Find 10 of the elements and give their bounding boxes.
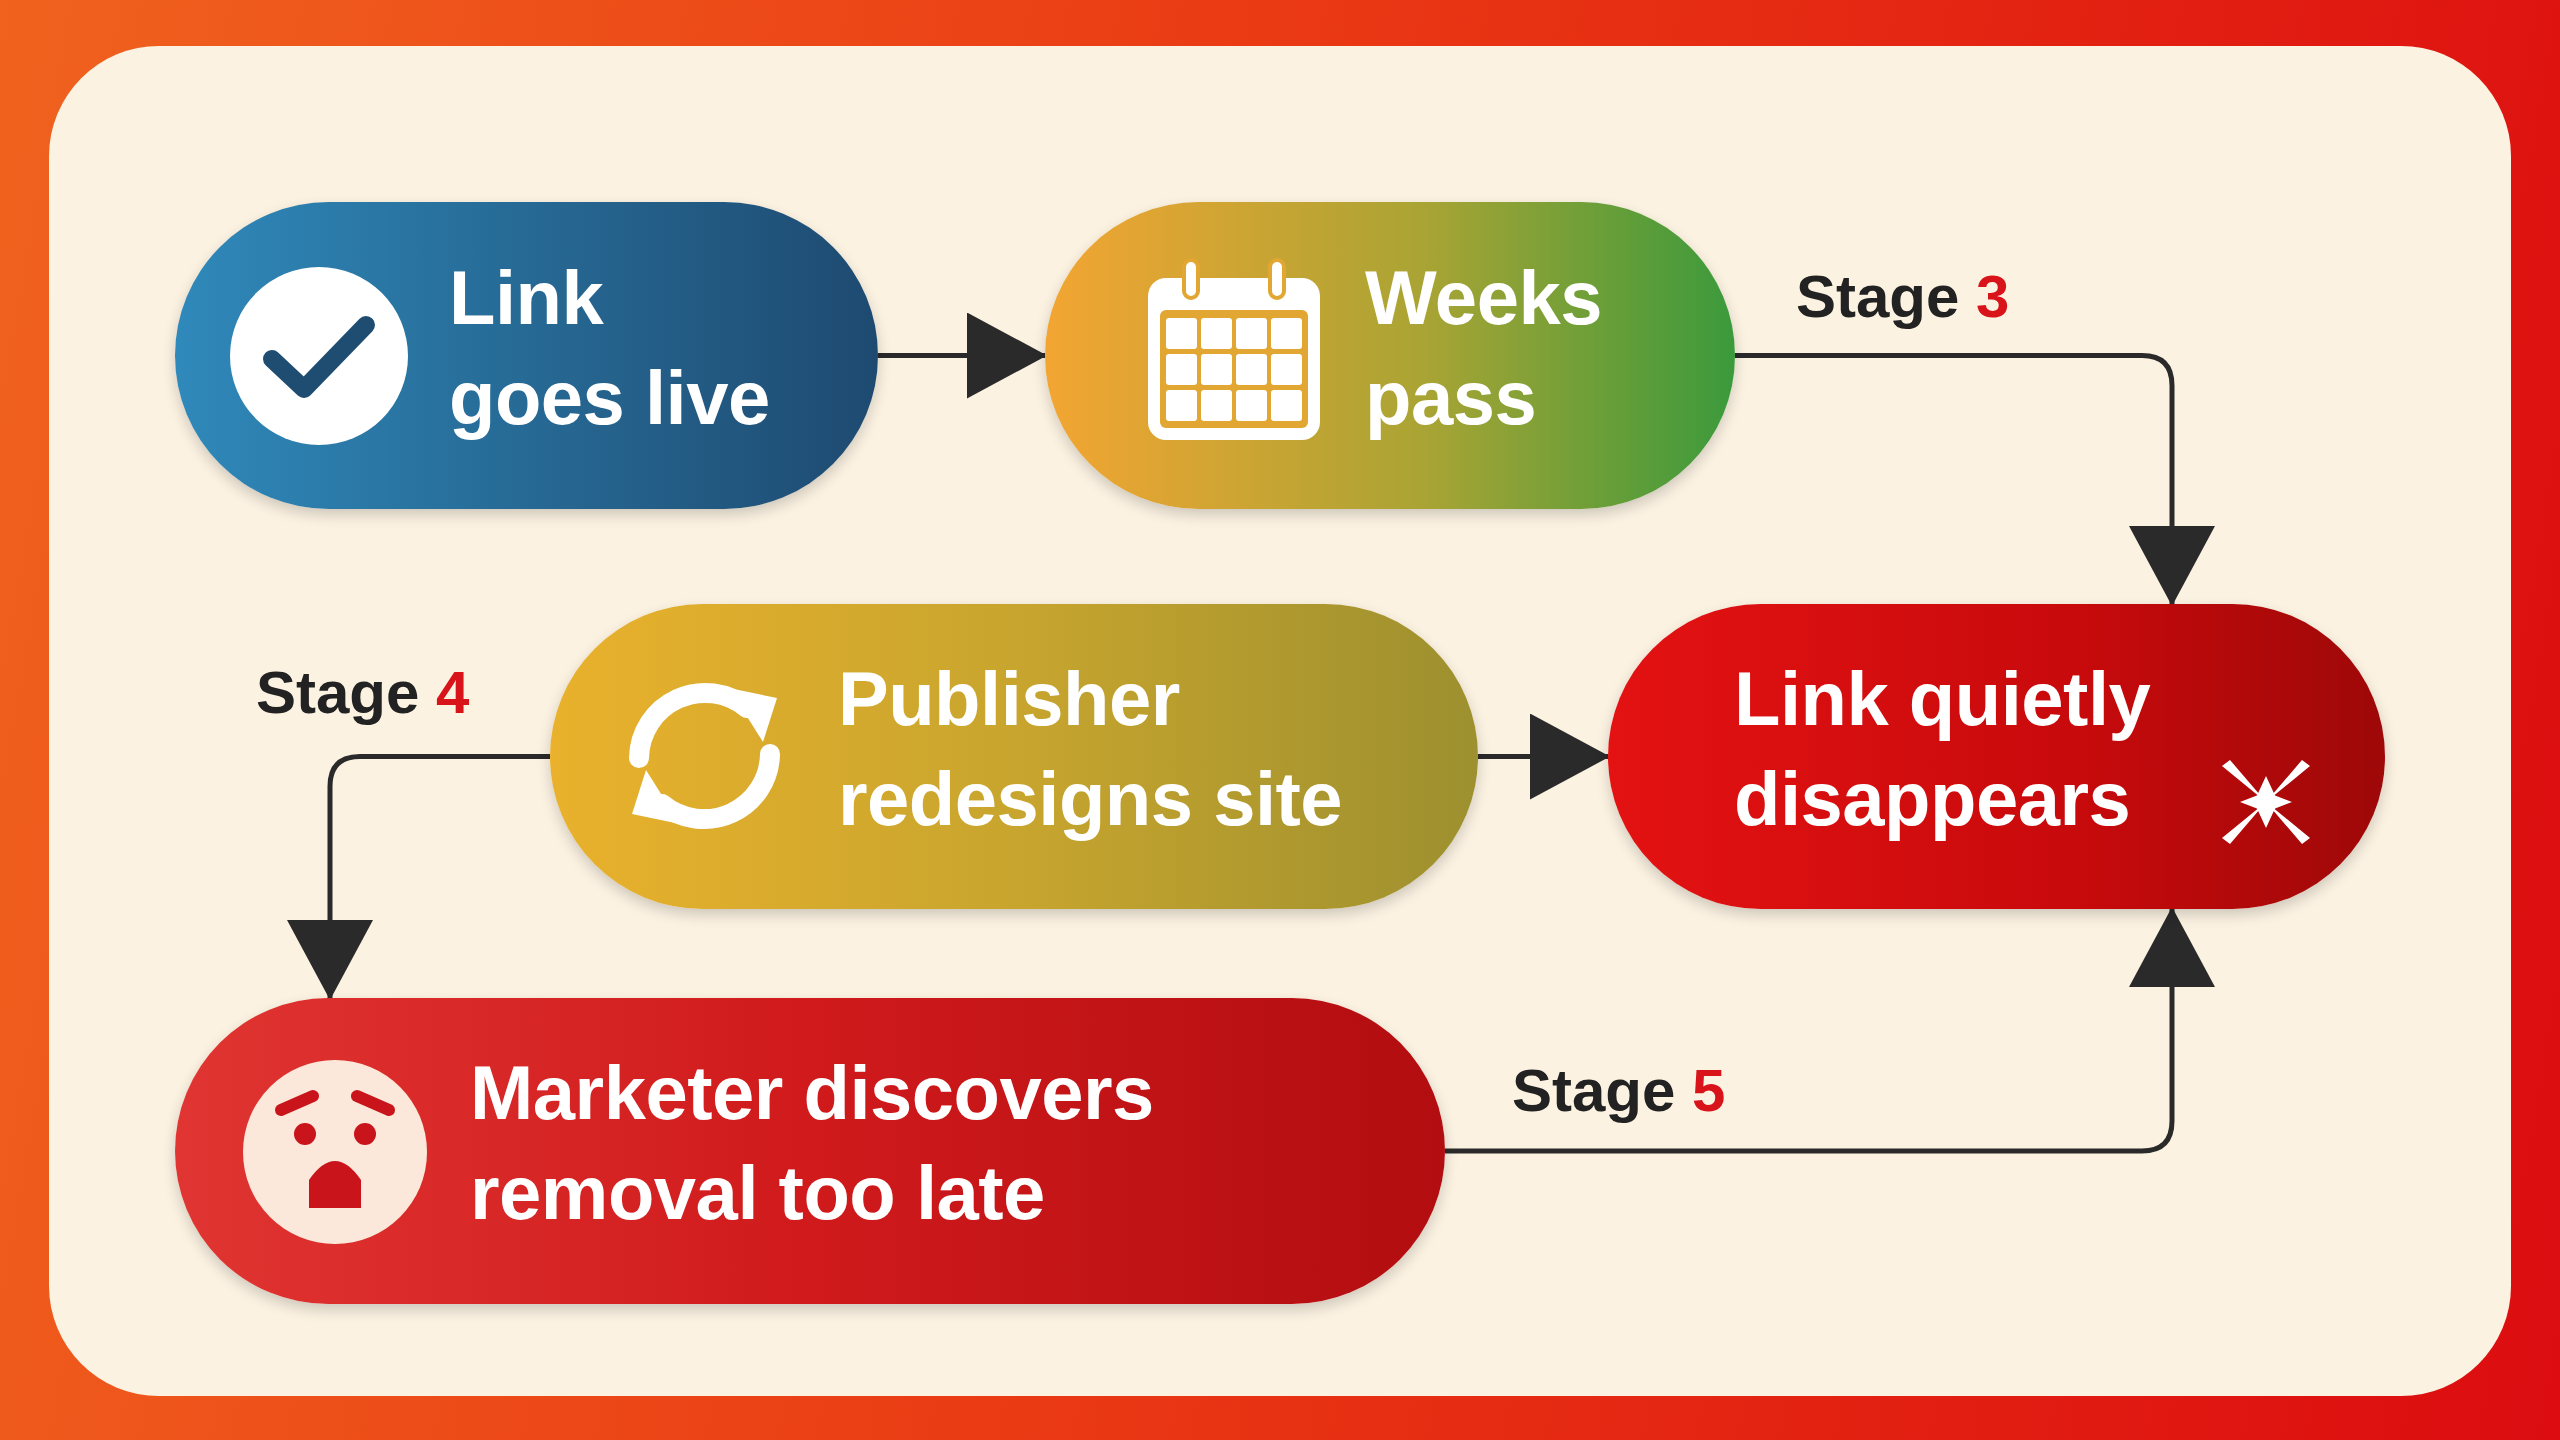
arrow [1478,713,1610,800]
arrow [1735,353,2215,606]
arrow [878,312,1047,399]
node-text: Publisher redesigns site [838,654,1344,843]
node-text: Marketer discovers removal too late [470,1049,1155,1237]
arrow [1445,907,2215,1154]
node-text: Link goes live [449,253,771,442]
arrow [287,754,550,1000]
node-text: Link quietly disappears [1734,654,2152,843]
node-text: Weeks pass [1365,253,1603,442]
